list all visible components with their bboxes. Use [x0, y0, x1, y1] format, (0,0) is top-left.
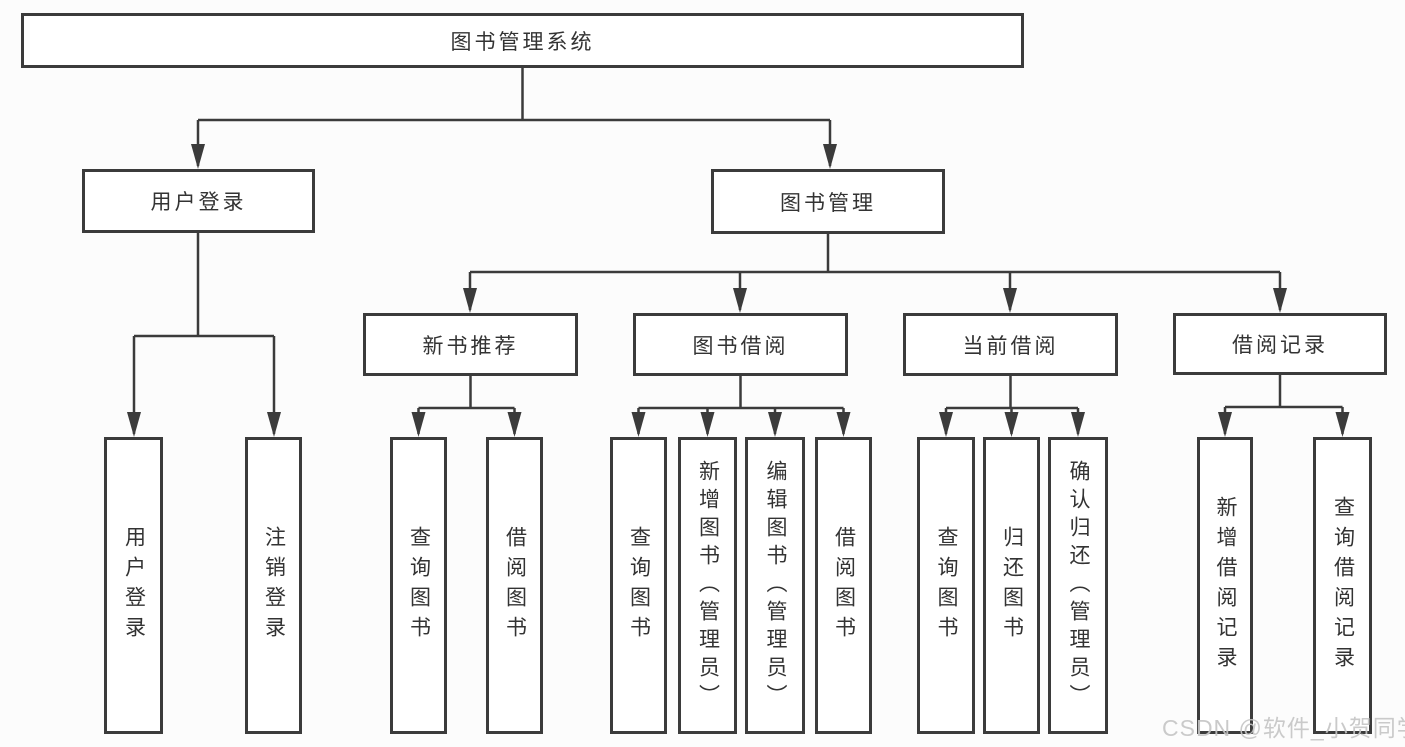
- node-book-mgmt-label: 图书管理: [780, 191, 876, 215]
- leaf-logout-label: 注销登录: [262, 525, 286, 646]
- node-user-login-label: 用户登录: [150, 191, 247, 214]
- leaf-edit-book-admin: 编辑图书（管理员）: [745, 437, 805, 734]
- leaf-return-book: 归还图书: [983, 437, 1040, 734]
- leaf-query-book-borrow-label: 查询图书: [627, 525, 651, 646]
- leaf-user-login-label: 用户登录: [122, 525, 146, 646]
- node-root: 图书管理系统: [21, 13, 1024, 68]
- node-current-borrow-label: 当前借阅: [962, 334, 1059, 358]
- leaf-add-borrow-record-label: 新增借阅记录: [1214, 495, 1238, 676]
- node-book-mgmt: 图书管理: [711, 169, 945, 234]
- watermark: CSDN @软件_小贺同学: [1162, 715, 1405, 741]
- leaf-add-book-admin: 新增图书（管理员）: [678, 437, 737, 734]
- node-current-borrow: 当前借阅: [903, 313, 1118, 376]
- leaf-query-book-current: 查询图书: [917, 437, 975, 734]
- node-root-label: 图书管理系统: [450, 30, 595, 54]
- node-new-book-rec-label: 新书推荐: [422, 334, 519, 358]
- node-book-borrow: 图书借阅: [633, 313, 848, 376]
- leaf-query-book-current-label: 查询图书: [935, 525, 959, 646]
- leaf-borrow-book-newrec-label: 借阅图书: [503, 525, 527, 646]
- leaf-user-login: 用户登录: [104, 437, 163, 734]
- node-borrow-record-label: 借阅记录: [1232, 334, 1328, 357]
- leaf-borrow-book-borrow: 借阅图书: [815, 437, 872, 734]
- node-borrow-record: 借阅记录: [1173, 313, 1387, 375]
- leaf-query-book-borrow: 查询图书: [610, 437, 667, 734]
- leaf-return-book-label: 归还图书: [1000, 525, 1024, 646]
- leaf-query-book-newrec: 查询图书: [390, 437, 447, 734]
- leaf-confirm-return-admin-label: 确认归还（管理员）: [1067, 459, 1091, 712]
- arrowheads: [127, 144, 1350, 437]
- node-book-borrow-label: 图书借阅: [692, 334, 789, 358]
- leaf-borrow-book-borrow-label: 借阅图书: [832, 525, 856, 646]
- leaf-query-borrow-record: 查询借阅记录: [1313, 437, 1372, 734]
- node-new-book-rec: 新书推荐: [363, 313, 578, 376]
- leaf-query-book-newrec-label: 查询图书: [407, 525, 431, 646]
- leaf-add-book-admin-label: 新增图书（管理员）: [696, 459, 720, 712]
- leaf-query-borrow-record-label: 查询借阅记录: [1331, 495, 1355, 676]
- leaf-confirm-return-admin: 确认归还（管理员）: [1048, 437, 1108, 734]
- leaf-logout: 注销登录: [245, 437, 302, 734]
- leaf-add-borrow-record: 新增借阅记录: [1197, 437, 1253, 734]
- node-user-login: 用户登录: [82, 169, 315, 233]
- leaf-borrow-book-newrec: 借阅图书: [486, 437, 543, 734]
- leaf-edit-book-admin-label: 编辑图书（管理员）: [764, 459, 788, 712]
